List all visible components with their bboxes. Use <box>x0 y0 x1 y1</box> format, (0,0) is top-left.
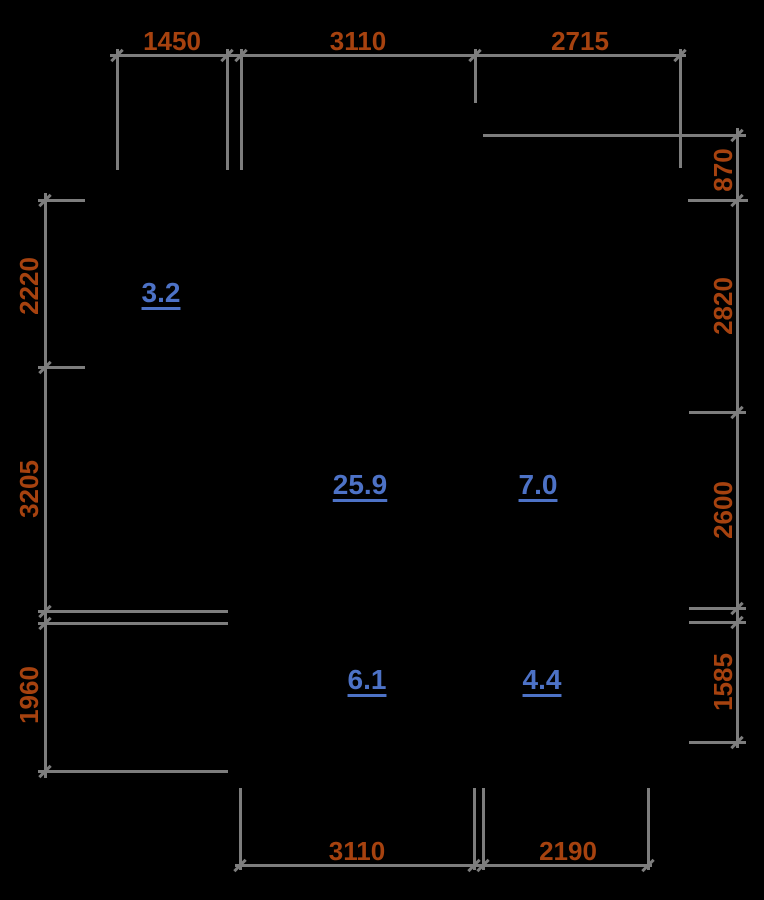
extension-line <box>240 49 243 170</box>
extension-line <box>647 788 650 870</box>
area-label-room-5[interactable]: 4.4 <box>522 664 562 695</box>
extension-line <box>689 411 746 414</box>
extension-line <box>483 134 746 137</box>
extension-line <box>689 621 746 624</box>
dim-label-left-2220: 2220 <box>14 257 44 315</box>
dim-label-right-870: 870 <box>708 148 738 192</box>
dim-label-top-1450: 1450 <box>143 26 201 56</box>
area-label-room-1[interactable]: 3.2 <box>141 277 181 308</box>
extension-line <box>689 741 746 744</box>
extension-line <box>679 49 682 168</box>
dim-label-left-3205: 3205 <box>14 460 44 518</box>
extension-line <box>689 607 746 610</box>
extension-line <box>38 199 85 202</box>
extension-line <box>38 622 228 625</box>
extension-line <box>688 199 748 202</box>
dim-label-top-2715: 2715 <box>551 26 609 56</box>
extension-line <box>38 366 85 369</box>
dim-label-top-3110: 3110 <box>329 26 387 56</box>
area-label-room-3[interactable]: 7.0 <box>518 469 558 500</box>
extension-line <box>116 49 119 170</box>
dim-label-left-1960: 1960 <box>14 666 44 724</box>
extension-line <box>38 770 228 773</box>
dim-label-right-2600: 2600 <box>708 481 738 539</box>
top-dimension-line <box>110 54 686 57</box>
extension-line <box>482 788 485 870</box>
extension-line <box>239 788 242 870</box>
area-label-room-4[interactable]: 6.1 <box>347 664 387 695</box>
dim-label-right-2820: 2820 <box>708 277 738 335</box>
right-dimension-line <box>736 128 739 748</box>
left-dimension-line <box>44 193 47 778</box>
bottom-dimension-line <box>235 864 652 867</box>
dim-label-bottom-2190: 2190 <box>539 836 597 866</box>
area-label-room-2[interactable]: 25.9 <box>332 469 388 500</box>
dim-label-right-1585: 1585 <box>708 653 738 711</box>
extension-line <box>38 610 228 613</box>
extension-line <box>474 49 477 103</box>
extension-line <box>473 788 476 870</box>
dim-label-bottom-3110: 3110 <box>328 836 386 866</box>
extension-line <box>226 49 229 170</box>
